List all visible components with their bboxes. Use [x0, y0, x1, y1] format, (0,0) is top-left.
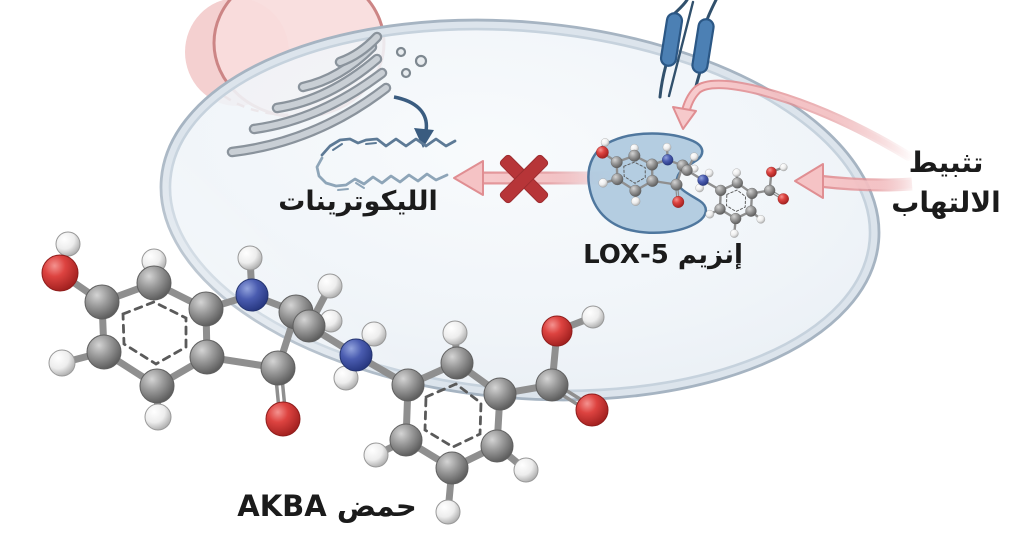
akba-molecule-3d: [41, 231, 609, 525]
leukotrienes-label: الليكوترينات: [278, 186, 438, 217]
inhibition-label-line2: الالتهاب: [891, 186, 1001, 219]
inhibition-label: تثبيط الالتهاب: [868, 143, 1024, 223]
enzyme-5lox-label: إنزيم 5-LOX: [583, 240, 743, 270]
inhibition-label-line1: تثبيط: [908, 146, 984, 179]
akba-acid-label: حمض AKBA: [237, 489, 417, 523]
